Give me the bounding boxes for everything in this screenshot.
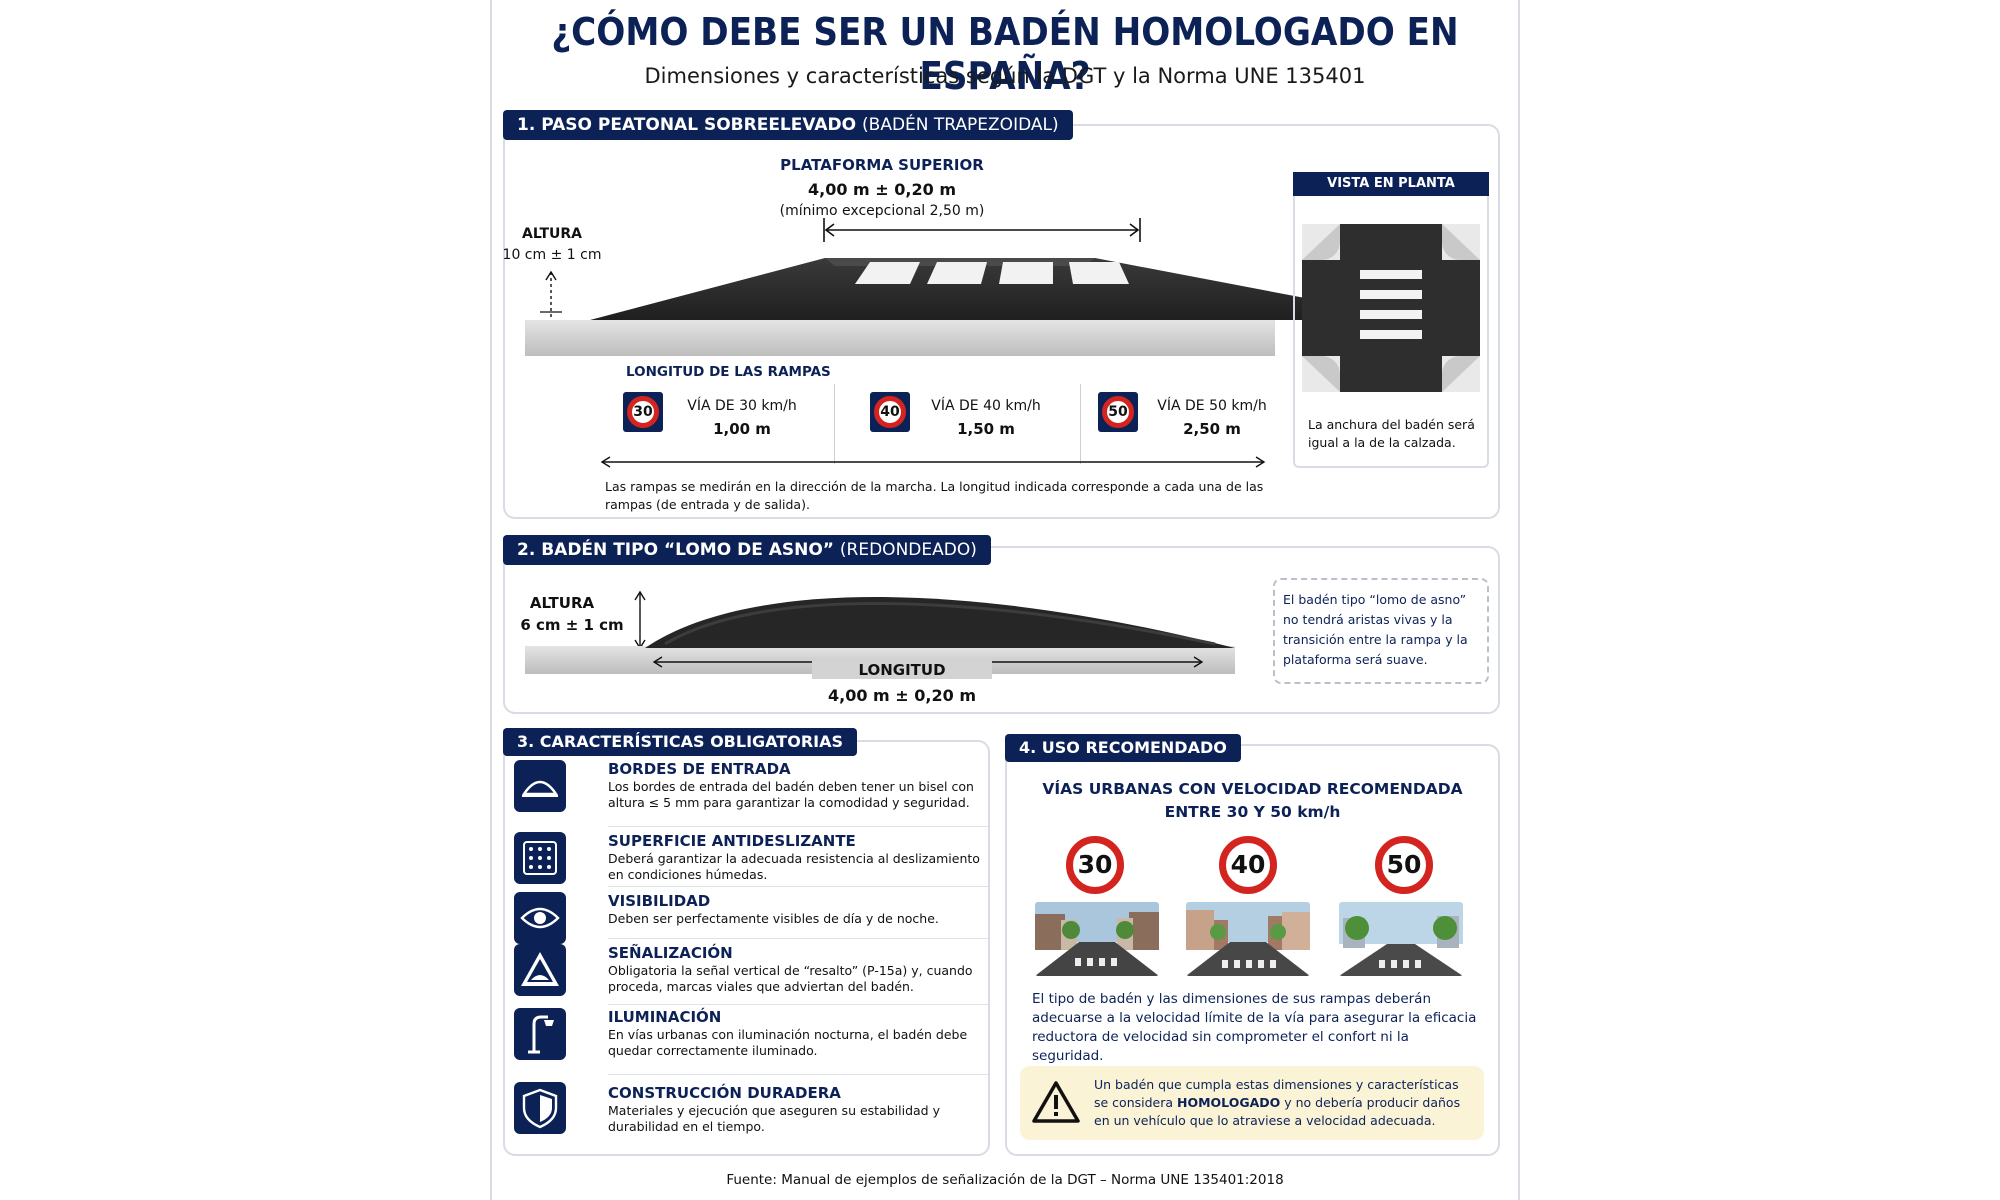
- section-2-tab-extra: (REDONDEADO): [839, 540, 977, 560]
- platform-note: (mínimo excepcional 2,50 m): [779, 203, 985, 219]
- section-2-tab-main: 2. BADÉN TIPO “LOMO DE ASNO”: [517, 540, 834, 560]
- infographic-poster: ¿CÓMO DEBE SER UN BADÉN HOMOLOGADO EN ES…: [490, 0, 1520, 1200]
- street-scene-40-image: [1186, 902, 1310, 976]
- feature-separator: [608, 886, 988, 887]
- section-2-length-label: LONGITUD: [812, 661, 992, 679]
- platform-dimension-arrow: [823, 218, 1141, 242]
- section-4-tab: 4. USO RECOMENDADO: [1005, 734, 1241, 762]
- shield-icon: [514, 1082, 566, 1134]
- warning-triangle-icon: [1032, 1081, 1080, 1123]
- speed-limit-50-sign-icon: 50: [1098, 392, 1138, 432]
- section-1-height-value: 10 cm ± 1 cm: [502, 247, 602, 263]
- feature-separator: [608, 826, 988, 827]
- section-4-paragraph: El tipo de badén y las dimensiones de su…: [1032, 991, 1477, 1064]
- ramps-note: Las rampas se medirán en la dirección de…: [605, 479, 1264, 512]
- plan-view-note: La anchura del badén será igual a la de …: [1308, 417, 1475, 450]
- feature-title: SUPERFICIE ANTIDESLIZANTE: [608, 832, 856, 850]
- feature-title: VISIBILIDAD: [608, 892, 711, 910]
- warning-text-bold: HOMOLOGADO: [1177, 1095, 1281, 1110]
- feature-desc: Materiales y ejecución que aseguren su e…: [608, 1103, 940, 1134]
- ramps-divider-1: [834, 384, 835, 464]
- section-2-height-value: 6 cm ± 1 cm: [520, 616, 624, 634]
- plan-view-illustration: [1302, 224, 1480, 392]
- feature-title: SEÑALIZACIÓN: [608, 944, 733, 962]
- ramps-divider-2: [1080, 384, 1081, 464]
- speed-limit-40-sign-icon: 40: [870, 392, 910, 432]
- feature-separator: [608, 938, 988, 939]
- speed-limit-30-sign-icon: 30: [623, 392, 663, 432]
- ramps-label: LONGITUD DE LAS RAMPAS: [626, 364, 831, 380]
- page-title: ¿CÓMO DEBE SER UN BADÉN HOMOLOGADO EN ES…: [551, 10, 1459, 98]
- section-4-heading-line2: ENTRE 30 Y 50 km/h: [1164, 803, 1341, 821]
- street-scene-30-image: [1035, 902, 1159, 976]
- feature-title: BORDES DE ENTRADA: [608, 760, 791, 778]
- feature-desc: Deben ser perfectamente visibles de día …: [608, 911, 939, 926]
- feature-desc: Obligatoria la señal vertical de “resalt…: [608, 963, 973, 994]
- section-1-tab: 1. PASO PEATONAL SOBREELEVADO (BADÉN TRA…: [503, 110, 1073, 140]
- platform-label: PLATAFORMA SUPERIOR: [780, 156, 984, 174]
- section-4-heading-line1: VÍAS URBANAS CON VELOCIDAD RECOMENDADA: [1042, 780, 1463, 798]
- feature-desc: Los bordes de entrada del badén deben te…: [608, 779, 974, 810]
- trapezoidal-speed-table-illustration: [525, 258, 1305, 356]
- section-2-tab: 2. BADÉN TIPO “LOMO DE ASNO” (REDONDEADO…: [503, 535, 991, 565]
- street-lamp-icon: [514, 1008, 566, 1060]
- section-1-tab-extra: (BADÉN TRAPEZOIDAL): [862, 115, 1059, 135]
- feature-separator: [608, 1074, 988, 1075]
- warning-text-post: y no debería producir daños en un vehícu…: [1094, 1095, 1461, 1128]
- homologation-warning-box: Un badén que cumpla estas dimensiones y …: [1020, 1066, 1484, 1140]
- feature-desc: Deberá garantizar la adecuada resistenci…: [608, 851, 980, 882]
- section-1-tab-main: 1. PASO PEATONAL SOBREELEVADO: [517, 115, 857, 135]
- homologation-warning-text: Un badén que cumpla estas dimensiones y …: [1094, 1076, 1476, 1130]
- ramps-total-arrow: [600, 456, 1266, 468]
- feature-title: CONSTRUCCIÓN DURADERA: [608, 1084, 841, 1102]
- section-1-height-label: ALTURA: [522, 226, 582, 242]
- street-scene-50-image: [1339, 902, 1463, 976]
- ramp-50-value: 2,50 m: [1183, 420, 1241, 438]
- plan-view-title: VISTA EN PLANTA: [1293, 172, 1489, 196]
- feature-separator: [608, 1004, 988, 1005]
- speed-limit-40-sign-icon: 40: [1219, 836, 1277, 894]
- ramp-50-label: VÍA DE 50 km/h: [1157, 398, 1267, 414]
- bevel-edge-icon: [514, 760, 566, 812]
- rounded-speed-hump-illustration: [525, 597, 1235, 674]
- section-2-note: El badén tipo “lomo de asno” no tendrá a…: [1283, 592, 1468, 667]
- section-2-note-box: [1273, 578, 1489, 684]
- source-footer: Fuente: Manual de ejemplos de señalizaci…: [726, 1172, 1284, 1188]
- speed-bump-warning-sign-icon: [514, 944, 566, 996]
- speed-limit-30-sign-icon: 30: [1066, 836, 1124, 894]
- section-2-length-value: 4,00 m ± 0,20 m: [828, 686, 976, 705]
- ramp-40-value: 1,50 m: [957, 420, 1015, 438]
- speed-limit-50-sign-icon: 50: [1375, 836, 1433, 894]
- anti-slip-surface-icon: [514, 832, 566, 884]
- page-subtitle: Dimensiones y características según la D…: [644, 64, 1366, 88]
- feature-desc: En vías urbanas con iluminación nocturna…: [608, 1027, 968, 1058]
- platform-value: 4,00 m ± 0,20 m: [808, 180, 956, 199]
- section-2-height-label: ALTURA: [529, 594, 595, 612]
- feature-title: ILUMINACIÓN: [608, 1008, 722, 1026]
- eye-icon: [514, 892, 566, 944]
- section-3-tab: 3. CARACTERÍSTICAS OBLIGATORIAS: [503, 728, 857, 756]
- ramp-30-label: VÍA DE 30 km/h: [687, 398, 797, 414]
- warning-text-pre: Un badén que cumpla estas dimensiones y …: [1094, 1077, 1459, 1110]
- ramp-40-label: VÍA DE 40 km/h: [931, 398, 1041, 414]
- ramp-30-value: 1,00 m: [713, 420, 771, 438]
